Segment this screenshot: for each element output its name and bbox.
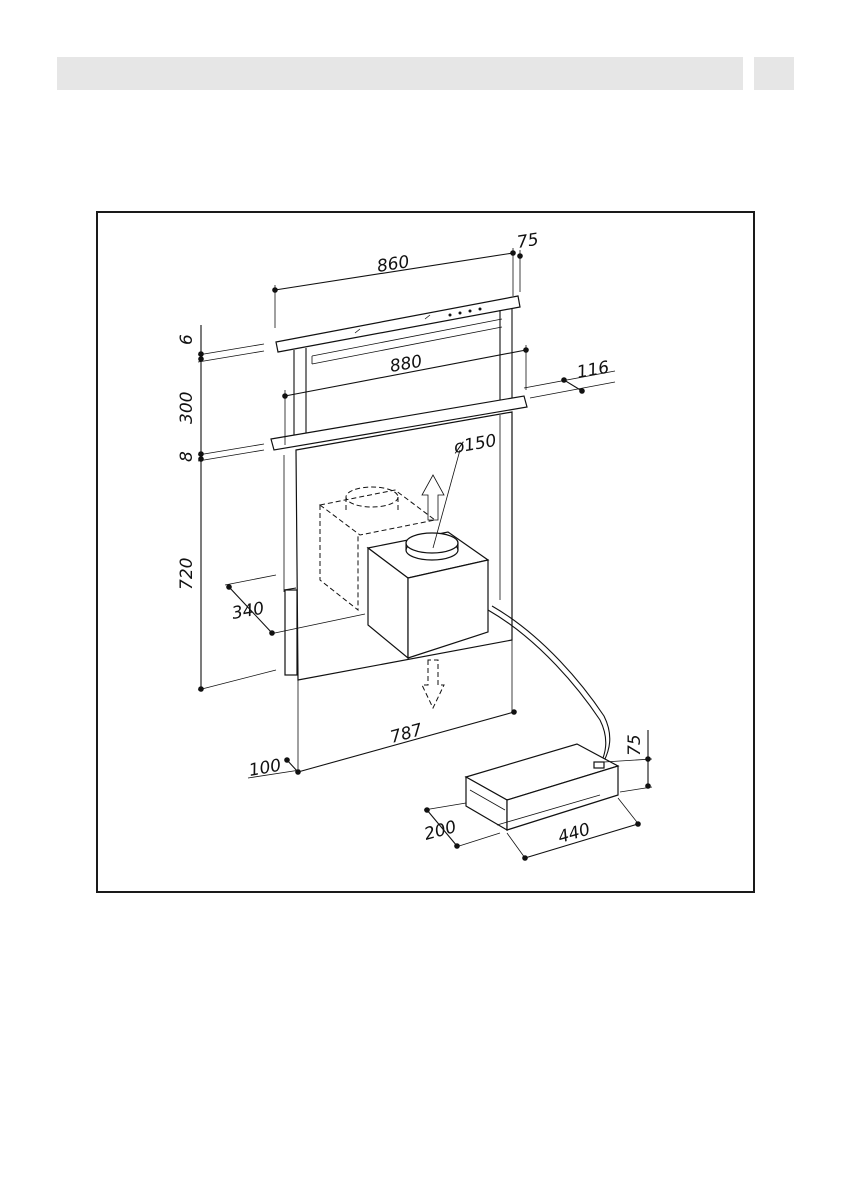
dim-base-plate: 8: [177, 451, 197, 462]
dim-top-depth: 75: [516, 230, 541, 253]
dim-remote-motor-height: 75: [625, 734, 645, 756]
dim-body-height: 720: [177, 558, 197, 590]
dim-body-width: 787: [388, 720, 425, 748]
dim-inner-width: 880: [388, 352, 423, 377]
dim-body-depth: 100: [247, 756, 282, 781]
motor-unit: [368, 532, 488, 708]
hood-top-lid: [276, 296, 520, 364]
dim-remote-motor-width: 440: [556, 820, 593, 848]
dim-glass-height: 6: [177, 334, 197, 345]
dim-rise-height: 300: [177, 392, 197, 424]
dim-frame-depth: 116: [575, 358, 611, 383]
remote-motor-box: [466, 744, 618, 830]
dim-top-width: 860: [376, 252, 411, 277]
